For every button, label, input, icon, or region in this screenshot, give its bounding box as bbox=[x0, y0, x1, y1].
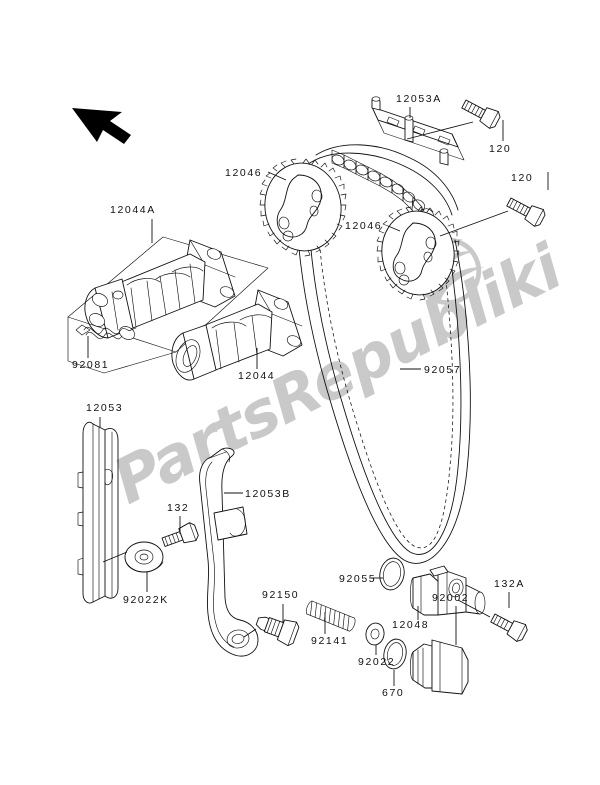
tensioner-bolt-132A: 132A bbox=[457, 578, 528, 642]
bolt-120-upper: 120 bbox=[406, 99, 511, 155]
label-92150-text: 92150 bbox=[262, 589, 299, 601]
bolt-120-lower: 120 bbox=[439, 172, 549, 237]
label-tensioner-12048: 12048 bbox=[392, 606, 429, 631]
label-132A-text: 132A bbox=[494, 578, 525, 590]
camshaft-assembly-part bbox=[84, 239, 236, 340]
washer-92022K bbox=[124, 541, 164, 573]
timing-chain-92057-part bbox=[296, 144, 471, 564]
label-12053-text: 12053 bbox=[86, 402, 123, 414]
label-12046-lower-text: 12046 bbox=[345, 220, 382, 232]
label-92002-text: 92002 bbox=[432, 592, 469, 604]
label-sprocket-upper-12046: 12046 bbox=[225, 167, 287, 181]
label-guide-12053B: 12053B bbox=[224, 488, 291, 500]
label-washer-92022: 92022 bbox=[358, 645, 395, 668]
sprocket-teeth-lower bbox=[376, 206, 460, 301]
label-92081-text: 92081 bbox=[72, 359, 109, 371]
label-guide-12053: 12053 bbox=[86, 402, 123, 427]
label-12044-text: 12044 bbox=[238, 370, 275, 382]
label-spring-92081: 92081 bbox=[72, 336, 109, 371]
camshaft-sprocket-upper bbox=[259, 158, 347, 257]
cap-bolt-92002 bbox=[410, 639, 469, 695]
washer-92022 bbox=[365, 622, 385, 646]
label-92057-text: 92057 bbox=[424, 364, 461, 376]
label-bolt-132: 132 bbox=[167, 502, 189, 534]
front-direction-arrow-icon bbox=[72, 108, 131, 144]
label-camshaft-assembly: 12044A bbox=[110, 204, 156, 243]
label-spring-92141: 92141 bbox=[311, 612, 348, 647]
chain-tensioner-guide-12053B bbox=[199, 447, 259, 657]
camshaft-sprocket-lower bbox=[376, 206, 460, 301]
label-92022K-text: 92022K bbox=[123, 594, 169, 606]
label-132-text: 132 bbox=[167, 502, 189, 514]
label-120-lower-text: 120 bbox=[511, 172, 533, 184]
label-sprocket-lower-12046: 12046 bbox=[345, 220, 401, 232]
label-12044A-text: 12044A bbox=[110, 204, 156, 216]
label-oring-92055: 92055 bbox=[339, 573, 383, 585]
label-12048-text: 12048 bbox=[392, 619, 429, 631]
chain-guide-12053 bbox=[77, 421, 119, 604]
tensioner-spring-92141 bbox=[306, 600, 356, 632]
spring-92081-part bbox=[75, 324, 137, 340]
label-camshaft-12044: 12044 bbox=[238, 348, 275, 382]
label-guide-12053A: 12053A bbox=[396, 93, 442, 118]
label-12053B-text: 12053B bbox=[245, 488, 291, 500]
label-120-upper-text: 120 bbox=[489, 143, 511, 155]
label-92141-text: 92141 bbox=[311, 635, 348, 647]
chain-guide-upper-12053A bbox=[371, 96, 465, 166]
label-670-text: 670 bbox=[382, 687, 404, 699]
o-ring-92055 bbox=[379, 557, 405, 591]
bolt-132 bbox=[161, 522, 199, 547]
pivot-bolt-92150: 92150 bbox=[243, 589, 300, 647]
label-12046-upper-text: 12046 bbox=[225, 167, 262, 179]
label-washer-92022K: 92022K bbox=[102, 551, 169, 606]
label-12053A-text: 12053A bbox=[396, 93, 442, 105]
label-92022-text: 92022 bbox=[358, 656, 395, 668]
label-capbolt-92002: 92002 bbox=[432, 592, 469, 645]
chain-tensioner-body-12048 bbox=[410, 565, 486, 616]
o-ring-670 bbox=[383, 638, 407, 670]
sprocket-teeth-upper bbox=[259, 158, 347, 257]
camshaft-12044-part bbox=[171, 289, 303, 381]
label-92055-text: 92055 bbox=[339, 573, 376, 585]
label-oring-670: 670 bbox=[382, 670, 404, 699]
label-chain-92057: 92057 bbox=[400, 364, 461, 376]
